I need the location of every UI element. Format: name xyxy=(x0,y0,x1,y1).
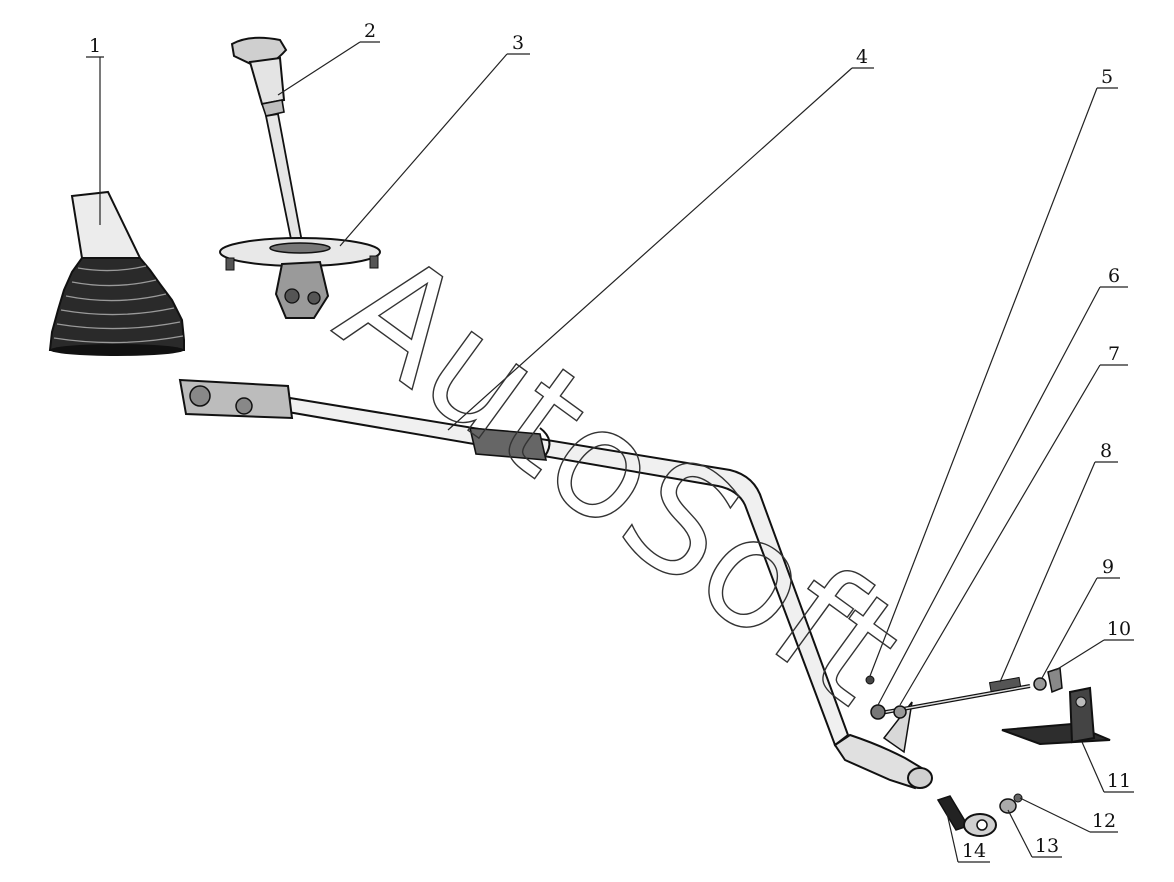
callout-8: 8 xyxy=(1100,440,1112,462)
callout-11: 11 xyxy=(1107,770,1131,792)
part-7-washer xyxy=(893,705,907,719)
part-10-ball-joint xyxy=(1047,666,1063,694)
part-2-gear-lever xyxy=(230,36,304,246)
callout-13: 13 xyxy=(1035,835,1059,857)
part-4-shift-tube xyxy=(178,378,933,790)
callout-10: 10 xyxy=(1107,618,1131,640)
callout-6: 6 xyxy=(1108,265,1120,287)
part-13-bushing xyxy=(999,798,1017,814)
callout-12: 12 xyxy=(1092,810,1116,832)
part-12-pin xyxy=(1013,793,1023,803)
part-11-shift-bracket xyxy=(1001,686,1111,746)
callout-3: 3 xyxy=(512,32,524,54)
part-3-shifter-base xyxy=(219,237,381,319)
watermark-text: AutoSoft xyxy=(309,218,932,737)
part-6-nut xyxy=(870,704,886,720)
callout-14: 14 xyxy=(962,840,986,862)
leader-lines xyxy=(86,41,1134,863)
callout-1: 1 xyxy=(89,35,101,57)
callout-9: 9 xyxy=(1102,556,1114,578)
callout-5: 5 xyxy=(1101,66,1113,88)
part-9-washer xyxy=(1033,677,1047,691)
callout-7: 7 xyxy=(1108,343,1120,365)
part-1-rubber-boot xyxy=(48,190,185,356)
callout-2: 2 xyxy=(364,20,376,42)
callout-4: 4 xyxy=(856,46,868,68)
part-14-bolt xyxy=(936,795,997,837)
